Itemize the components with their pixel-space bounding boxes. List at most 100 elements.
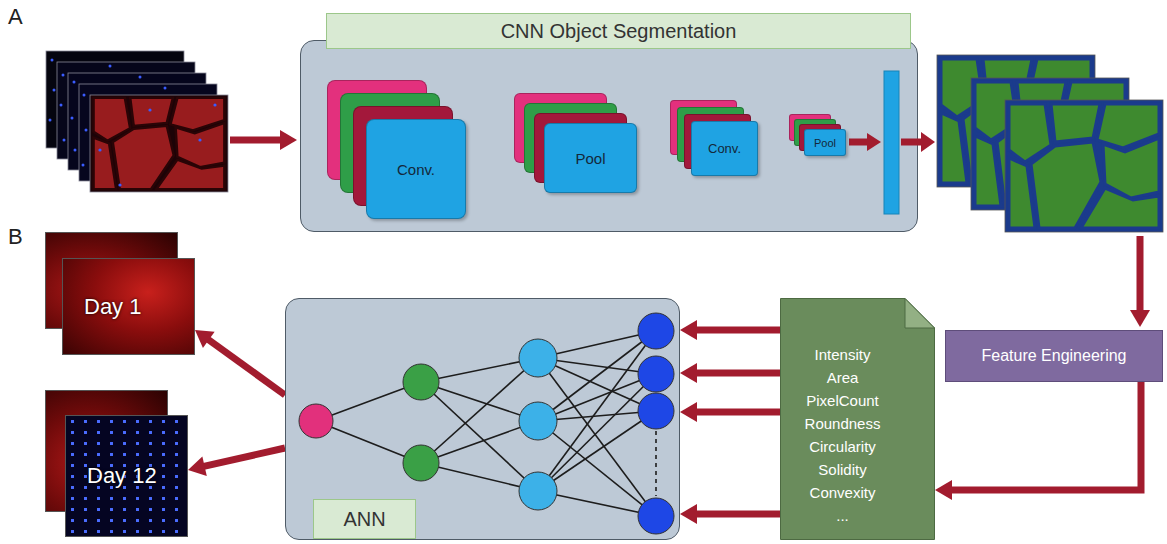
- graphic-part: [638, 393, 674, 429]
- graphic-part: [98, 103, 216, 186]
- panel-heading: CNN Object Segmentation: [326, 13, 911, 49]
- arrow-head: [680, 363, 697, 383]
- graphic-part: [148, 108, 151, 111]
- feature-document: IntensityAreaPixelCountRoundnessCircular…: [780, 298, 935, 540]
- arrow-line: [695, 409, 780, 416]
- graphic-part: [1009, 104, 1159, 228]
- graphic-part: [638, 313, 674, 349]
- graphic-part: [538, 374, 656, 491]
- day-image: Day 1: [62, 258, 195, 355]
- feature-name: Solidity: [818, 458, 866, 481]
- panel-letter: A: [8, 4, 23, 30]
- graphic-part: [51, 59, 54, 62]
- arrow-head: [188, 456, 207, 476]
- graphic-part: [139, 76, 142, 79]
- flow-arrow: [188, 448, 285, 476]
- arrow-line: [207, 339, 285, 395]
- arrow-head: [195, 330, 215, 348]
- graphic-part: [98, 148, 101, 151]
- pool-layer: Pool: [804, 129, 846, 156]
- image-label: Day 12: [65, 463, 157, 489]
- graphic-part: [60, 104, 63, 107]
- feature-name: Convexity: [810, 481, 876, 504]
- layer-label: Conv.: [708, 141, 741, 156]
- graphic-part: [53, 89, 56, 92]
- conv-layer: Conv.: [691, 121, 758, 176]
- arrow-line: [695, 511, 780, 518]
- document-outline: [781, 299, 935, 540]
- graphic-part: [538, 421, 656, 516]
- flow-arrow: [680, 320, 780, 340]
- feature-name: Roundness: [805, 412, 881, 435]
- arrow-line: [203, 448, 285, 467]
- graphic-part: [49, 119, 52, 122]
- graphic-part: [62, 74, 65, 77]
- segmented-image-stack: [937, 55, 1163, 232]
- feature-name: PixelCount: [806, 389, 879, 412]
- graphic-part: [1130, 310, 1150, 327]
- flow-arrow: [1130, 236, 1150, 327]
- graphic-part: [1005, 100, 1163, 232]
- graphic-part: [403, 364, 439, 400]
- layer-label: Conv.: [397, 161, 435, 178]
- graphic-part: [1137, 236, 1144, 312]
- process-box: Feature Engineering: [945, 330, 1163, 382]
- flow-arrow: [680, 363, 780, 383]
- graphic-part: [74, 149, 77, 152]
- graphic-part: [198, 138, 201, 141]
- document-fold: [905, 299, 935, 329]
- day-image: Day 12: [65, 415, 188, 537]
- graphic-part: [73, 81, 76, 84]
- graphic-part: [1009, 104, 1159, 228]
- graphic-part: [83, 94, 86, 97]
- flow-arrow: [195, 330, 285, 395]
- layer-label: Pool: [575, 150, 605, 167]
- arrow-line: [950, 382, 1141, 490]
- graphic-part: [519, 472, 557, 510]
- image-label: Day 1: [62, 294, 141, 320]
- graphic-part: [93, 98, 224, 189]
- feature-name: ...: [836, 504, 849, 527]
- feature-name: Area: [827, 366, 859, 389]
- graphic-part: [299, 404, 333, 438]
- conv-layer: Conv.: [366, 119, 466, 219]
- graphic-part: [316, 331, 656, 516]
- flow-arrow: [230, 130, 297, 150]
- graphic-part: [421, 358, 538, 463]
- input-image-stack: [46, 51, 228, 192]
- layer-label: Pool: [814, 137, 836, 149]
- arrow-head: [680, 402, 697, 422]
- graphic-part: [213, 103, 216, 106]
- graphic-part: [901, 139, 923, 146]
- flow-arrow: [680, 504, 780, 524]
- graphic-part: [164, 87, 167, 90]
- arrow-line: [695, 370, 780, 377]
- flow-arrow: [935, 382, 1141, 500]
- panel-letter: B: [8, 224, 23, 250]
- arrow-head: [680, 504, 697, 524]
- graphic-part: [884, 71, 899, 214]
- graphic-part: [93, 98, 224, 189]
- graphic-part: [519, 402, 557, 440]
- flow-arrow: [680, 402, 780, 422]
- graphic-part: [403, 445, 439, 481]
- process-label: Feature Engineering: [982, 347, 1127, 365]
- feature-name: Circularity: [809, 435, 876, 458]
- graphic-part: [71, 117, 74, 120]
- graphic-part: [118, 183, 121, 186]
- graphic-part: [82, 164, 85, 167]
- panel-heading: ANN: [313, 499, 416, 539]
- graphic-part: [90, 95, 228, 192]
- arrow-line: [695, 327, 780, 334]
- graphic-part: [421, 382, 538, 491]
- graphic-part: [85, 129, 88, 132]
- graphic-part: [849, 139, 869, 146]
- feature-name: Intensity: [815, 343, 871, 366]
- graphic-part: [109, 65, 112, 68]
- feature-list: IntensityAreaPixelCountRoundnessCircular…: [780, 298, 935, 527]
- graphic-part: [638, 498, 674, 534]
- arrow-head: [935, 480, 952, 500]
- graphic-part: [849, 132, 935, 152]
- pool-layer: Pool: [544, 123, 637, 193]
- ann-panel: ANN: [285, 298, 680, 540]
